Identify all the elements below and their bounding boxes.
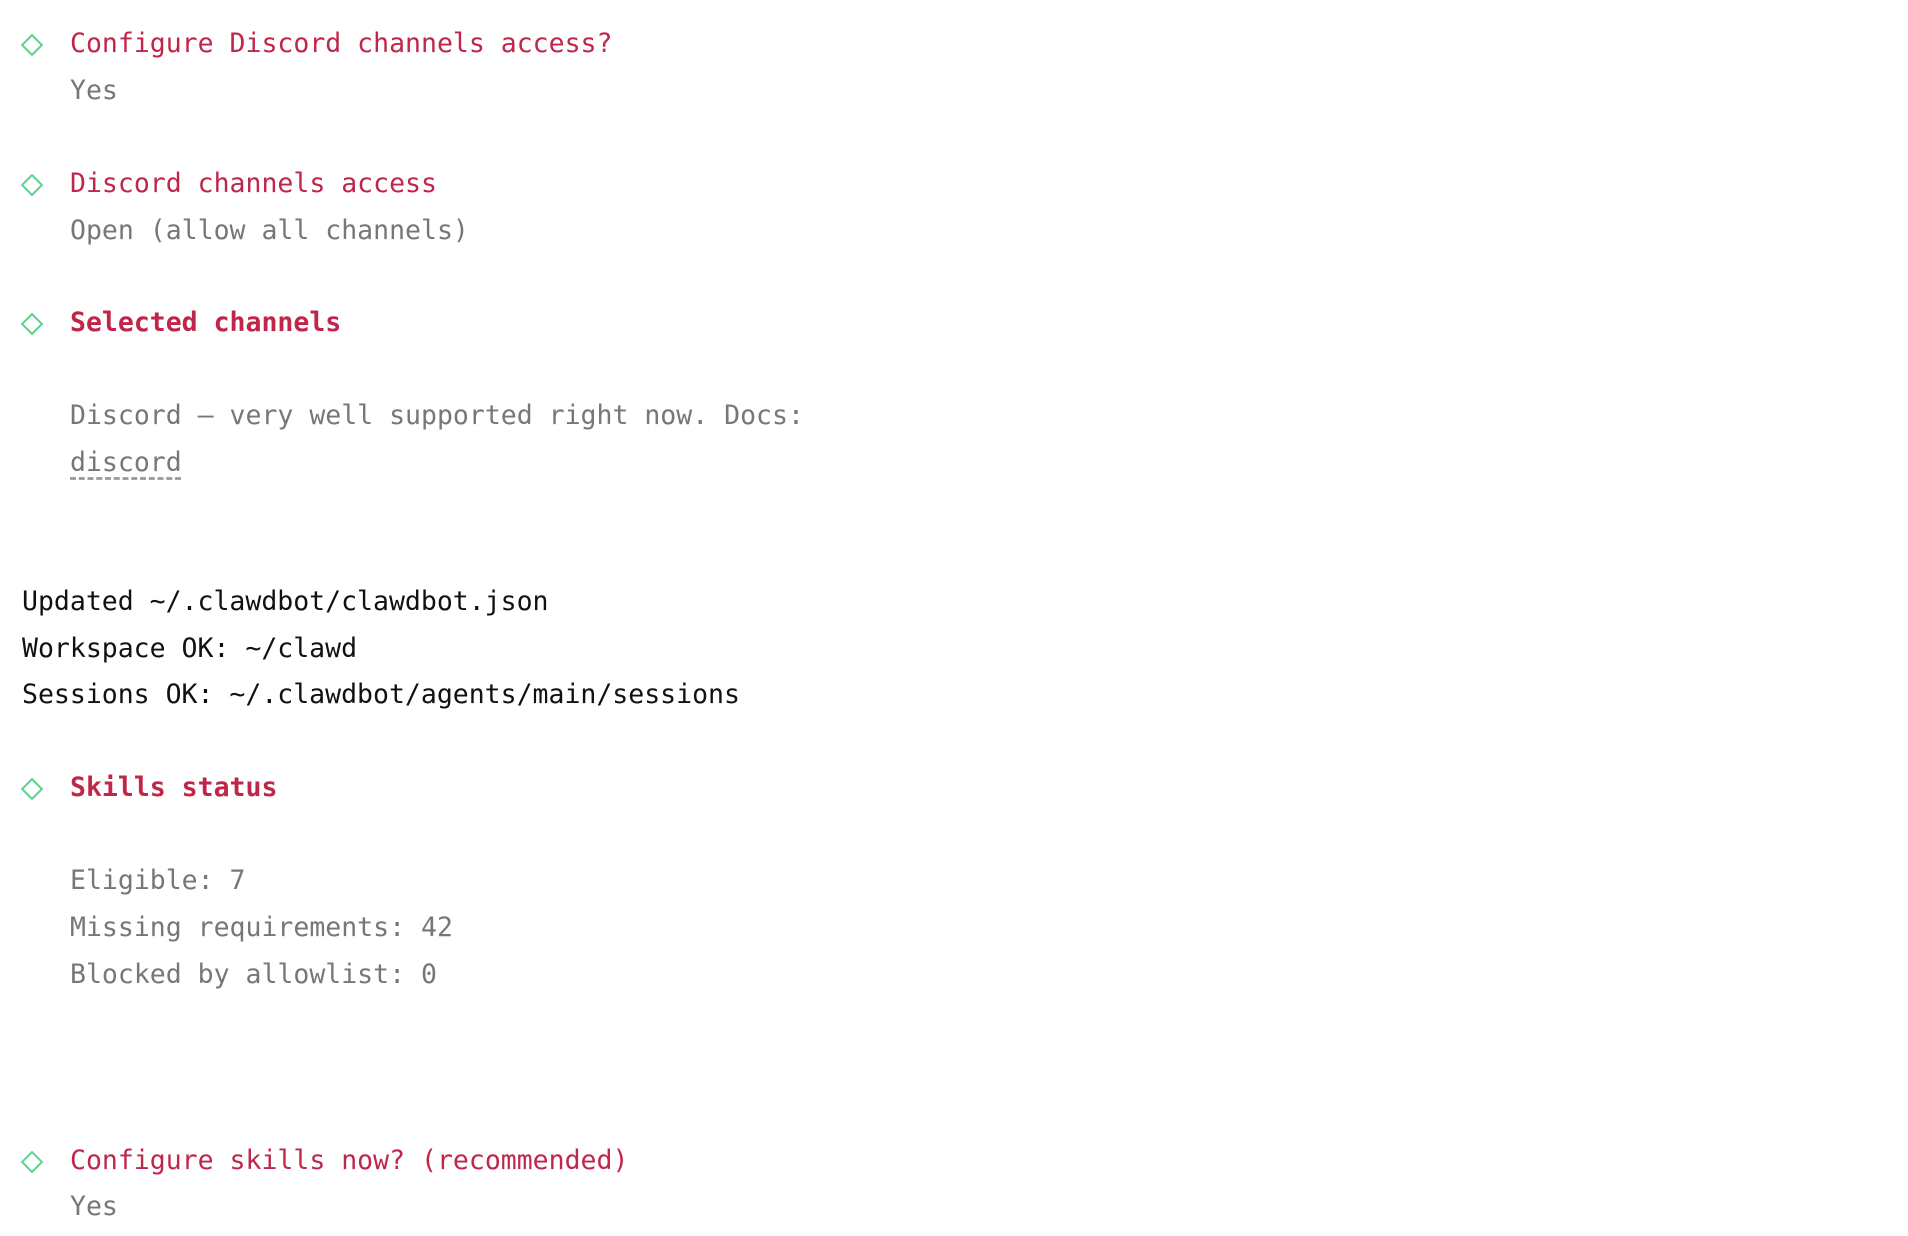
skills-line: Eligible: 7	[70, 865, 246, 896]
docs-link[interactable]: discord	[70, 447, 182, 478]
diamond-icon	[20, 312, 44, 336]
section-title: Skills status	[70, 772, 278, 803]
section-title: Selected channels	[70, 307, 342, 338]
log-line: Updated ~/.clawdbot/clawdbot.json	[22, 586, 549, 617]
log-line: Sessions OK: ~/.clawdbot/agents/main/ses…	[22, 679, 740, 710]
note-text: Discord — very well supported right now.…	[70, 400, 804, 431]
skills-line: Blocked by allowlist: 0	[70, 959, 437, 990]
skills-line: Missing requirements: 42	[70, 912, 453, 943]
prompt-answer: Yes	[70, 75, 118, 106]
prompt-answer: Yes	[70, 1191, 118, 1222]
prompt-title: Configure skills now? (recommended)	[70, 1145, 629, 1176]
diamond-icon	[20, 777, 44, 801]
prompt-answer: Open (allow all channels)	[70, 215, 469, 246]
prompt-title: Discord channels access	[70, 168, 437, 199]
log-line: Workspace OK: ~/clawd	[22, 633, 358, 664]
diamond-icon	[20, 173, 44, 197]
diamond-icon	[20, 1150, 44, 1174]
prompt-title: Configure Discord channels access?	[70, 28, 613, 59]
diamond-icon	[20, 33, 44, 57]
